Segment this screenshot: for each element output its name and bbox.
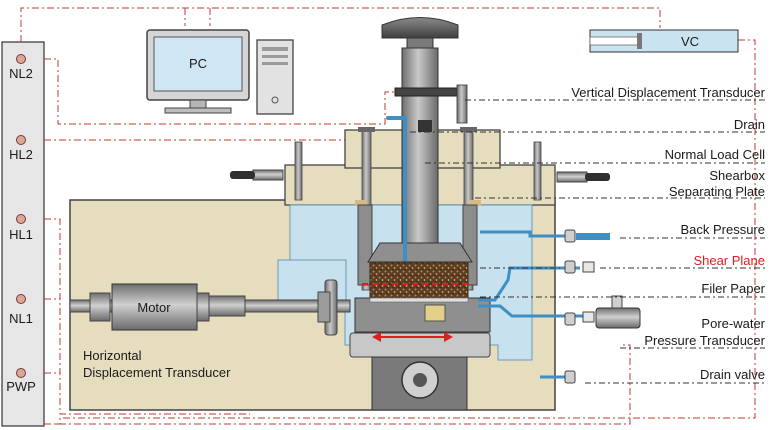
label-shearbox: Shearbox <box>709 168 765 183</box>
side-clamp-left <box>230 169 284 181</box>
side-clamp-right <box>556 171 610 183</box>
loading-column <box>367 17 473 263</box>
roller-base <box>371 356 468 411</box>
sensor-hl2: HL2 <box>9 135 33 162</box>
pc-label: PC <box>189 56 207 71</box>
label-drain: Drain <box>734 117 765 132</box>
sensor-hl2-label: HL2 <box>9 147 33 162</box>
valve-shear-plane <box>564 260 595 274</box>
sensor-nl1: NL1 <box>9 294 33 326</box>
lower-shearbox <box>354 297 491 333</box>
sensor-hl1: HL1 <box>9 214 33 242</box>
vc-label: VC <box>681 34 699 49</box>
sensor-nl2: NL2 <box>9 54 33 81</box>
motor-label: Motor <box>137 300 171 315</box>
sliding-carriage <box>349 332 491 358</box>
drain-pipe <box>386 116 407 264</box>
sensor-nl2-label: NL2 <box>9 66 33 81</box>
label-drain-valve: Drain valve <box>700 367 765 382</box>
pore-water-transducer <box>564 295 641 329</box>
label-shear-plane: Shear Plane <box>693 253 765 268</box>
valve-drain <box>564 370 576 384</box>
label-normal-load-cell: Normal Load Cell <box>665 147 766 162</box>
motor: Motor <box>89 283 210 331</box>
sensor-hl1-label: HL1 <box>9 227 33 242</box>
soil-specimen <box>362 261 470 299</box>
label-vertical-displacement-transducer: Vertical Displacement Transducer <box>571 85 765 100</box>
label-pore-water: Pore-water <box>701 316 765 331</box>
sensor-panel: NL2 HL2 HL1 NL1 PWP <box>1 41 45 427</box>
sensor-pwp-label: PWP <box>6 379 36 394</box>
callout-labels: Vertical Displacement Transducer Drain N… <box>571 85 765 382</box>
horizontal-transducer-line1: Horizontal <box>83 348 142 363</box>
label-filter-paper: Filer Paper <box>701 281 765 296</box>
pc-computer: PC <box>146 29 294 115</box>
sensor-nl1-label: NL1 <box>9 311 33 326</box>
pc-tower <box>256 39 294 115</box>
label-back-pressure: Back Pressure <box>680 222 765 237</box>
volume-controller: VC <box>589 29 739 53</box>
sensor-pwp: PWP <box>6 368 36 394</box>
label-pressure-transducer: Pressure Transducer <box>644 333 765 348</box>
valve-back-pressure <box>564 229 610 243</box>
callout-leaders <box>410 99 765 384</box>
horizontal-transducer-line2: Displacement Transducer <box>83 365 231 380</box>
label-separating-plate: Separating Plate <box>669 184 765 199</box>
